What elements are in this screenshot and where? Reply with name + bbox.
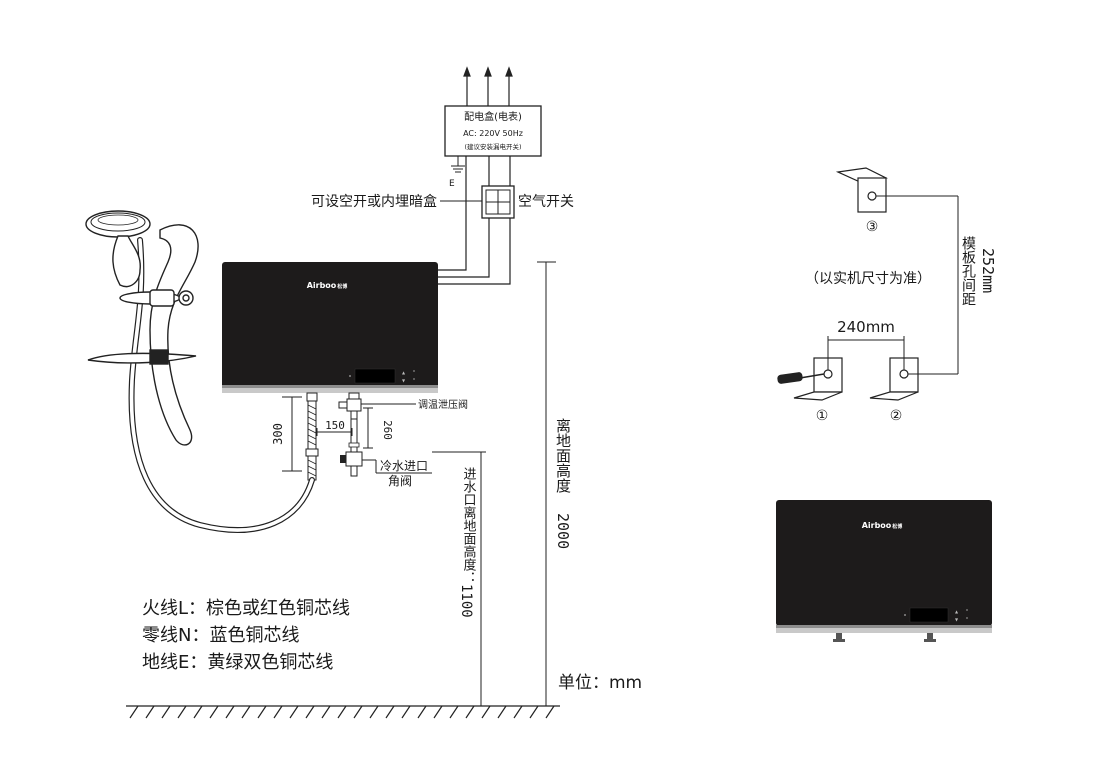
bracket-3-label: ③ [866, 219, 879, 235]
flex-hose [305, 392, 319, 481]
heater-brand-logo: Airboo松博 [307, 281, 348, 290]
ground-symbol-icon [451, 156, 465, 173]
relief-valve [338, 392, 416, 420]
dim-150 [316, 428, 353, 436]
product-display [909, 607, 949, 623]
relief-valve-label: 调温泄压阀 [418, 398, 468, 411]
dim-240-label: 240mm [837, 318, 895, 336]
wiring-note-live: 火线L：棕色或红色铜芯线 [142, 598, 350, 619]
shower-set-icon [85, 210, 199, 446]
dim-2000 [537, 261, 556, 706]
bracket-3-icon [835, 167, 888, 213]
dim-260-label: 260 [381, 420, 394, 440]
bracket-1-label: ① [816, 408, 829, 424]
power-distribution-box: 配电盒(电表) AC: 220V 50Hz (建议安装漏电开关) [444, 105, 542, 157]
dim-260 [363, 407, 373, 449]
actual-size-note: （以实机尺寸为准） [805, 271, 931, 287]
dim-150-label: 150 [325, 419, 345, 432]
switch-right-label: 空气开关 [518, 194, 574, 210]
ground-label: E [449, 179, 455, 189]
inlet-pipe [348, 418, 360, 456]
water-heater-product: Airboo松博 ▲ ▼ [776, 500, 992, 642]
angle-valve-label: 角阀 [388, 474, 412, 488]
cold-inlet-label: 冷水进口 [380, 459, 428, 473]
floor-height-label: 离地面高度 [554, 418, 572, 493]
air-switch-icon [481, 185, 515, 219]
floor-hatch [126, 705, 560, 719]
template-spacing-label: 模板孔间距 [960, 236, 976, 306]
bracket-2-icon [869, 357, 919, 401]
screwdriver-icon [777, 372, 825, 384]
wiring-note-earth: 地线E：黄绿双色铜芯线 [142, 652, 333, 673]
angle-valve [340, 451, 432, 477]
dim-1100 [432, 451, 486, 706]
svg-text:▼: ▼ [402, 378, 406, 383]
svg-text:▼: ▼ [955, 617, 959, 622]
bracket-2-label: ② [890, 408, 903, 424]
dim-300-label: 300 [271, 423, 285, 445]
product-brand-logo: Airboo松博 [862, 521, 903, 530]
svg-text:▲: ▲ [955, 609, 959, 614]
wiring-note-neutral: 零线N：蓝色铜芯线 [142, 625, 299, 646]
supply-wires [463, 66, 513, 106]
switch-left-label: 可设空开或内埋暗盒 [311, 193, 437, 210]
dim-240 [827, 336, 905, 370]
unit-label: 单位：mm [558, 673, 642, 693]
inlet-height-value: 1100 [458, 584, 474, 618]
inlet-height-label: 进水口离地面高度： [461, 467, 477, 584]
power-box-title: 配电盒(电表) [464, 110, 522, 123]
dim-300 [282, 396, 302, 472]
power-box-spec: AC: 220V 50Hz [463, 129, 523, 138]
template-spacing-value: 252mm [979, 248, 997, 293]
power-box-note: (建议安装漏电开关) [464, 142, 521, 151]
water-heater-main: Airboo松博 ▲ ▼ [222, 262, 438, 393]
wires-to-heater [438, 156, 511, 285]
heater-display [354, 368, 396, 384]
floor-height-value: 2000 [554, 513, 572, 549]
svg-text:▲: ▲ [402, 370, 406, 375]
